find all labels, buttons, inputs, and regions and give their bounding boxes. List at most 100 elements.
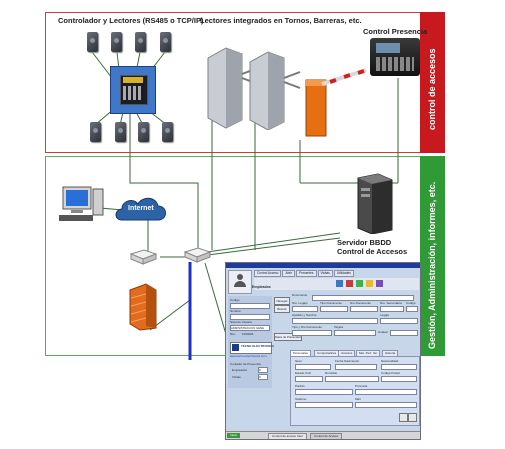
form-label: Nro. Legajo: [292, 301, 308, 305]
start-button[interactable]: Inicio: [227, 433, 241, 438]
detail-field[interactable]: [295, 402, 353, 408]
detail-field[interactable]: [325, 376, 379, 382]
form-label: Documento: [292, 293, 308, 297]
city-field[interactable]: [390, 330, 418, 336]
confirm-icon[interactable]: [399, 413, 408, 422]
form-label: Apellido y Nombre: [292, 313, 317, 317]
detail-label: Provincia: [355, 384, 368, 388]
toolbar-icon[interactable]: [346, 280, 353, 287]
barrier-gate-icon: [305, 68, 367, 137]
toolbar-icon[interactable]: [376, 280, 383, 287]
access-control-app-window: Control Acceso Abrir Presentes Visitas U…: [225, 262, 421, 440]
employee-side-panel: Codigo Nombre Nivel de Usuario ADMINISTR…: [228, 296, 274, 388]
form-label: Legajo: [380, 313, 390, 317]
company-logo: TECNO ELECTRONICA: [230, 342, 274, 354]
presentation-data-button[interactable]: Datos de Presentacion: [274, 333, 302, 341]
access-controller-icon: [110, 66, 156, 114]
form-field[interactable]: [292, 330, 332, 336]
logo-text: TECNO ELECTRONICA: [241, 344, 274, 348]
document-field[interactable]: [312, 295, 414, 301]
record-number-value: 1000001: [242, 332, 254, 336]
form-label: Tipo y Nro Documento: [292, 325, 322, 329]
menu-abrir[interactable]: Abrir: [282, 270, 296, 277]
personal-tab-panel: Sexo Fecha Nacimiento Nacionalidad Estad…: [290, 356, 420, 426]
name-label: Nombre: [230, 309, 241, 313]
detail-field[interactable]: [381, 364, 417, 370]
controllers-label: Controlador y Lectores (RS485 o TCP/IP): [58, 16, 204, 25]
access-control-band: control de accesos: [420, 12, 445, 153]
user-level-field[interactable]: ADMINISTRACION GENE: [230, 325, 270, 331]
network-switch-icon: [183, 247, 212, 263]
presence-terminal-icon: [370, 38, 420, 76]
app-toolbar: [254, 278, 419, 290]
detail-field[interactable]: [335, 364, 377, 370]
employees-icon[interactable]: [228, 270, 252, 294]
card-reader: [135, 32, 146, 52]
detail-label: Fecha Nacimiento: [335, 359, 360, 363]
app-menu-bar: Control Acceso Abrir Presentes Visitas U…: [254, 270, 354, 277]
turnstile-icon: [207, 47, 301, 130]
server-label-line2: Control de Accesos: [337, 247, 408, 256]
detail-label: Codigo Postal: [381, 371, 400, 375]
internet-cloud-icon: [115, 197, 166, 221]
full-name-field[interactable]: [292, 318, 378, 324]
detail-label: Sexo: [295, 359, 302, 363]
form-field[interactable]: [292, 306, 318, 312]
form-field[interactable]: [320, 306, 348, 312]
card-reader: [87, 32, 98, 52]
detail-field[interactable]: [355, 402, 417, 408]
taskbar-item[interactable]: Control de Acceso: [310, 433, 343, 439]
detail-field[interactable]: [295, 376, 323, 382]
router-icon: [129, 249, 158, 265]
employees-title: Empleados: [252, 285, 271, 289]
form-label: Tipo Documento: [320, 301, 342, 305]
menu-visitas[interactable]: Visitas: [317, 270, 333, 277]
legajo-field[interactable]: [380, 318, 418, 324]
server-label-line1: Servidor BBDD: [337, 238, 392, 247]
detail-label: Mail: [355, 397, 361, 401]
search-button[interactable]: Buscar: [274, 305, 290, 313]
detail-label: Partido: [295, 384, 305, 388]
card-reader: [138, 122, 149, 142]
employee-form: Documento Nro. Legajo Tipo Documento Nro…: [290, 293, 418, 348]
toolbar-icon[interactable]: [356, 280, 363, 287]
integrated-readers-label: Lectores integrados en Tornos, Barreras,…: [200, 16, 362, 25]
employees-count-value: 0: [258, 367, 268, 373]
exit-icon[interactable]: [408, 413, 417, 422]
database-server-icon: [357, 173, 393, 234]
card-field[interactable]: [334, 330, 376, 336]
card-reader: [160, 32, 171, 52]
toolbar-icon[interactable]: [366, 280, 373, 287]
detail-label: Estado Civil: [295, 371, 311, 375]
menu-control-acceso[interactable]: Control Acceso: [254, 270, 282, 277]
code-label: Codigo: [230, 298, 240, 302]
form-label: Tarjeta: [334, 325, 344, 329]
visitors-count-value: 0: [258, 374, 268, 380]
detail-field[interactable]: [381, 376, 417, 382]
card-reader: [111, 32, 122, 52]
presence-counter-title: Contador de Presencia: [230, 362, 261, 366]
detail-field[interactable]: [295, 364, 331, 370]
menu-presentes[interactable]: Presentes: [296, 270, 317, 277]
form-field[interactable]: [380, 306, 404, 312]
form-label: Ciudad: [378, 330, 388, 334]
employees-count-label: Empleados: [232, 368, 248, 372]
menu-utilidades[interactable]: Utilidades: [333, 270, 354, 277]
visitors-count-label: Visitas: [232, 375, 241, 379]
form-field[interactable]: [406, 306, 418, 312]
taskbar-item[interactable]: Control de acceso Intel: [268, 433, 307, 439]
detail-label: Domicilio: [325, 371, 338, 375]
record-number-label: Nro:: [230, 332, 236, 336]
toolbar-icon[interactable]: [336, 280, 343, 287]
firewall-icon: [129, 283, 157, 331]
navigate-button[interactable]: Navegar: [274, 297, 290, 305]
card-reader: [90, 122, 101, 142]
form-field[interactable]: [350, 306, 378, 312]
detail-field[interactable]: [295, 389, 353, 395]
detail-label: Nacionalidad: [381, 359, 399, 363]
name-field[interactable]: [230, 314, 270, 320]
logo-url[interactable]: www.tecno-electronica.com: [230, 354, 267, 358]
detail-field[interactable]: [355, 389, 417, 395]
code-field[interactable]: [230, 303, 270, 309]
form-label: Nro. Secundaria: [380, 301, 402, 305]
